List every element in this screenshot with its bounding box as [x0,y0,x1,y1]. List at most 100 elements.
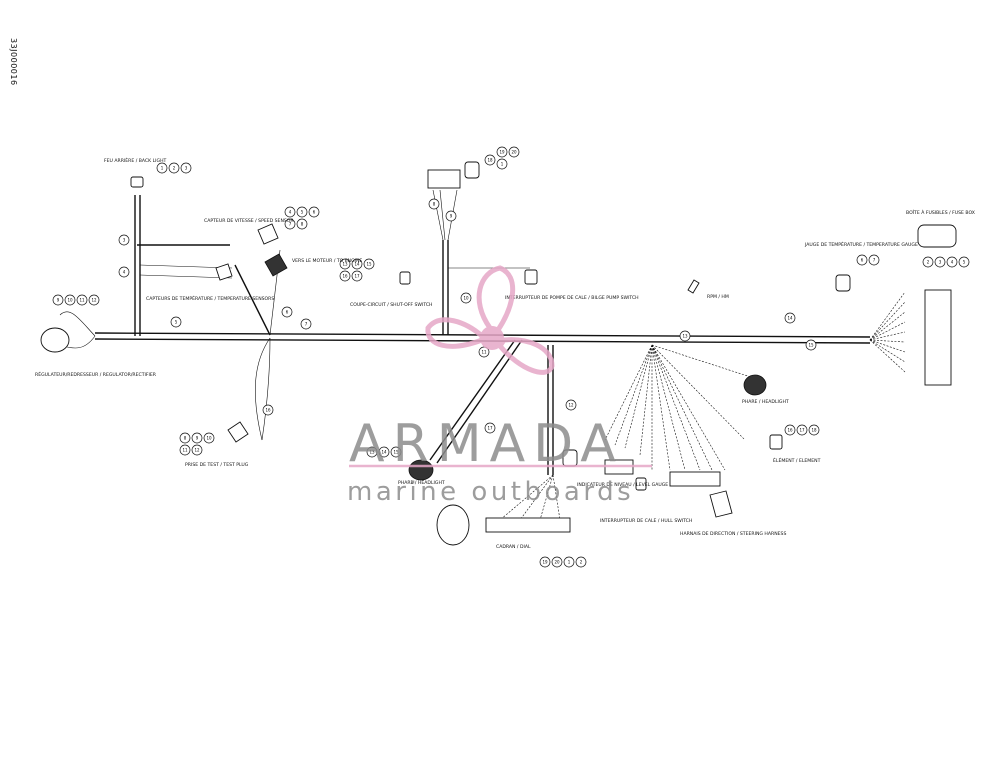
reference-bubble-number: 18 [811,428,817,433]
reference-bubble-number: 13 [369,450,375,455]
reference-bubble-number: 4 [289,210,292,215]
reference-bubble-number: 2 [580,560,583,565]
reference-bubble-number: 12 [91,298,97,303]
reference-bubble [339,258,351,270]
reference-bubble-number: 16 [342,274,348,279]
reference-bubble-number: 10 [67,298,73,303]
reference-bubble-number: 6 [286,310,289,315]
wire-fan [499,291,906,521]
label-headlight-centre: PHARE / HEADLIGHT [398,480,445,486]
reference-bubble [351,258,363,270]
reference-bubble-number: 19 [499,150,505,155]
label-hull-switch: INTERRUPTEUR DE CALE / HULL SWITCH [600,518,692,524]
reference-bubble [284,218,296,230]
top-connector-block [427,169,461,189]
reference-bubble-number: 8 [184,436,187,441]
label-headlight-right: PHARE / HEADLIGHT [742,399,789,405]
reference-bubble [180,162,192,174]
label-speed-sensor: CAPTEUR DE VITESSE / SPEED SENSOR [204,218,294,224]
reference-bubble-number: 2 [173,166,176,171]
reference-bubble-number: 17 [487,426,493,431]
reference-bubble [281,306,293,318]
reference-bubble-number: 15 [393,450,399,455]
label-back-light: FEU ARRIÈRE / BACK LIGHT [104,156,167,164]
reference-bubble [539,556,551,568]
reference-bubble [808,424,820,436]
reference-bubble-number: 3 [185,166,188,171]
label-steering-harness: HARNAIS DE DIRECTION / STEERING HARNESS [680,531,786,537]
reference-bubble-number: 13 [682,334,688,339]
reference-bubble [118,266,130,278]
reference-bubble [496,158,508,170]
reference-bubble [563,556,575,568]
reference-bubble [496,146,508,158]
reference-bubble [52,294,64,306]
fuse-box-cover [917,224,957,248]
reference-bubble [88,294,100,306]
reference-bubble [958,256,970,268]
reference-bubble [922,256,934,268]
reference-bubble [156,162,168,174]
reference-bubble-number: 20 [511,150,517,155]
reference-bubble [805,339,817,351]
reference-bubble-number: 1 [161,166,164,171]
reference-bubble-number: 5 [175,320,178,325]
label-dial: CADRAN / DIAL [496,544,531,550]
reference-bubble-number: 17 [799,428,805,433]
reference-bubble-number: 19 [542,560,548,565]
reference-bubble-number: 13 [342,262,348,267]
reference-bubble-number: 1 [501,162,504,167]
reference-bubble [484,154,496,166]
reference-bubble-number: 12 [568,403,574,408]
reference-bubble [170,316,182,328]
reference-bubble [478,346,490,358]
reference-bubble-number: 17 [354,274,360,279]
reference-bubble [203,432,215,444]
reference-bubble [946,256,958,268]
reference-bubble [784,424,796,436]
reference-bubble [366,446,378,458]
reference-bubble-number: 15 [366,262,372,267]
reference-bubble [118,234,130,246]
reference-bubble [784,312,796,324]
reference-bubble-number: 5 [963,260,966,265]
reference-bubble [296,206,308,218]
reference-bubble-number: 2 [927,260,930,265]
reference-bubble-number: 9 [57,298,60,303]
reference-bubble [460,292,472,304]
reference-bubble-number: 15 [808,343,814,348]
label-fuse-box: BOÎTE À FUSIBLES / FUSE BOX [906,209,975,216]
reference-bubble-number: 11 [182,448,188,453]
reference-bubble [179,444,191,456]
reference-bubble [296,218,308,230]
watermark: ARMADA marine outboards [347,265,652,507]
reference-bubble-number: 11 [481,350,487,355]
reference-bubble-number: 20 [554,560,560,565]
reference-bubble [934,256,946,268]
reference-bubble [484,422,496,434]
label-regulator: RÉGULATEUR/REDRESSEUR / REGULATOR/RECTIF… [35,370,157,378]
reference-bubble [284,206,296,218]
reference-bubble [856,254,868,266]
reference-bubble-number: 8 [433,202,436,207]
reference-bubble [262,404,274,416]
reference-bubble-number: 14 [354,262,360,267]
reference-bubble [76,294,88,306]
reference-bubble [300,318,312,330]
reference-bubble-number: 16 [265,408,271,413]
dash-connector [485,517,571,533]
reference-bubble [390,446,402,458]
reference-bubble [64,294,76,306]
temp-gauge-part [835,274,851,292]
label-to-engine: VERS LE MOTEUR / TO ENGINE [292,258,362,264]
reference-bubble [351,270,363,282]
reference-bubble-number: 11 [79,298,85,303]
element-part [769,434,783,450]
reference-bubble [508,146,520,158]
reference-bubble-number: 10 [206,436,212,441]
reference-bubble-number: 5 [301,210,304,215]
steering-harness-part [709,490,733,518]
headlight-right-part [743,374,767,396]
top-plug-part [464,161,480,179]
